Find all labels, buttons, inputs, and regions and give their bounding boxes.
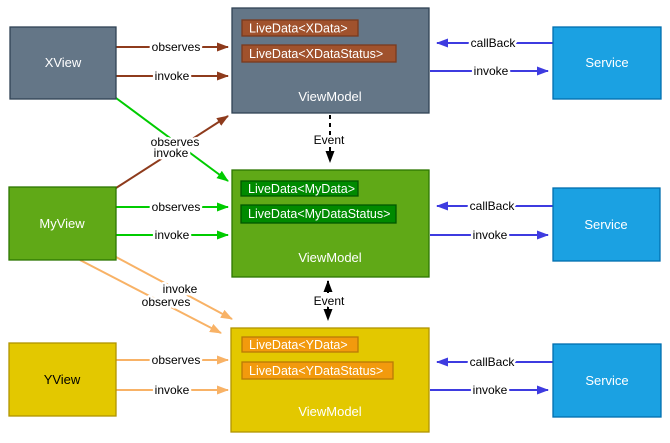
xview-node: [9, 26, 117, 100]
livedata-xdata-badge: [241, 19, 359, 37]
livedata-ydatastatus-badge: [241, 361, 394, 380]
x-callback-label: callBack: [471, 36, 517, 50]
myview-invoke-y-viewmodel-arrow: [115, 256, 233, 320]
event-x-my-label: Event: [314, 133, 345, 147]
y-callback-label: callBack: [470, 355, 516, 369]
livedata-mydata-badge: [240, 180, 359, 197]
myview-observes-y-viewmodel-arrow: [79, 259, 222, 334]
myview-invoke-arrow-label: invoke: [155, 228, 190, 242]
my-callback-label: callBack: [470, 199, 516, 213]
my-invoke-label: invoke: [473, 228, 508, 242]
yview-label: YView: [44, 372, 81, 387]
livedata-ydatastatus-label: LiveData<YDataStatus>: [249, 364, 383, 378]
yview-observes-arrow-label: observes: [152, 353, 201, 367]
x-viewmodel-label: ViewModel: [298, 89, 361, 104]
xview-to-my-viewmodel-arrow: [115, 97, 229, 182]
myview-node: [8, 186, 117, 261]
livedata-xdatastatus-badge: [241, 44, 397, 63]
cross-observes-label: observes: [151, 135, 200, 149]
xview-label: XView: [45, 55, 82, 70]
livedata-xdatastatus-label: LiveData<XDataStatus>: [249, 47, 383, 61]
myview-to-x-viewmodel-arrow: [115, 115, 229, 189]
livedata-mydatastatus-badge: [240, 204, 397, 224]
myview-y-invoke-label: invoke: [163, 282, 198, 296]
livedata-mydata-label: LiveData<MyData>: [248, 182, 355, 196]
yview-node: [8, 342, 117, 417]
x-service-node: [552, 26, 662, 100]
yview-invoke-arrow-label: invoke: [155, 383, 190, 397]
myview-label: MyView: [39, 216, 85, 231]
livedata-xdata-label: LiveData<XData>: [249, 22, 348, 36]
y-viewmodel-label: ViewModel: [298, 404, 361, 419]
my-viewmodel-label: ViewModel: [298, 250, 361, 265]
myview-y-observes-label: observes: [142, 295, 191, 309]
x-invoke-label: invoke: [474, 64, 509, 78]
xview-observes-arrow-label: observes: [152, 40, 201, 54]
y-service-label: Service: [585, 373, 628, 388]
my-service-node: [552, 187, 661, 262]
y-service-node: [552, 343, 662, 418]
livedata-mydatastatus-label: LiveData<MyDataStatus>: [248, 207, 390, 221]
xview-invoke-arrow-label: invoke: [155, 69, 190, 83]
event-my-y-label: Event: [314, 294, 345, 308]
myview-observes-arrow-label: observes: [152, 200, 201, 214]
my-service-label: Service: [584, 217, 627, 232]
y-invoke-label: invoke: [473, 383, 508, 397]
livedata-ydata-label: LiveData<YData>: [249, 338, 348, 352]
cross-invoke-label: invoke: [154, 146, 189, 160]
x-service-label: Service: [585, 55, 628, 70]
livedata-ydata-badge: [241, 336, 359, 353]
